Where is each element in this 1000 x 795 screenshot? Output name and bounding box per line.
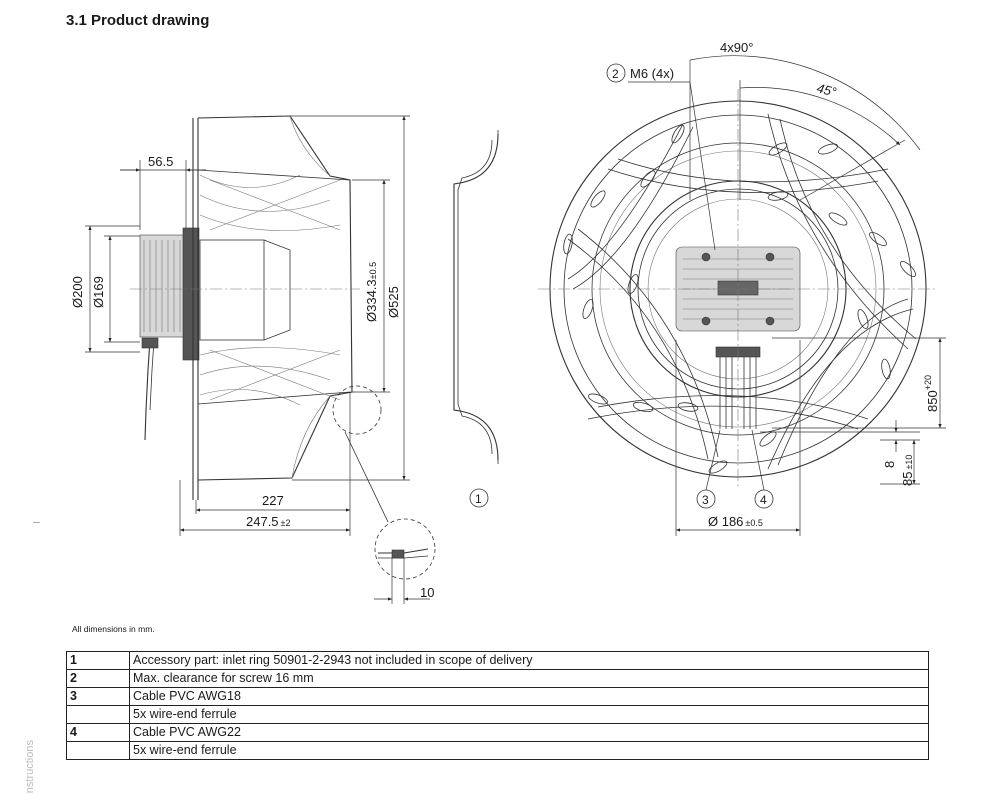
dimensions-note: All dimensions in mm. <box>72 624 155 634</box>
dim-169: Ø169 <box>91 276 106 308</box>
motor-flange <box>182 227 200 361</box>
callout-1-circle <box>469 488 489 508</box>
side-text: nstructions <box>24 740 36 794</box>
dim-525: Ø525 <box>386 286 401 318</box>
table-row: 5x wire-end ferrule <box>66 741 929 760</box>
dim-334: Ø334.3±0.5 <box>364 262 379 322</box>
angle-45: 45° <box>815 80 838 99</box>
legend-text: Cable PVC AWG22 <box>129 723 929 742</box>
callout-3: 3 <box>702 493 709 507</box>
dim-200: Ø200 <box>70 276 85 308</box>
side-dimensions <box>85 115 410 536</box>
legend-number <box>66 705 130 724</box>
margin-mark <box>33 522 40 523</box>
dim-850: 850+20 <box>923 375 940 412</box>
fan-side-view <box>130 115 389 523</box>
dim-186: Ø 186±0.5 <box>708 514 763 529</box>
m6-label: M6 (4x) <box>630 66 674 81</box>
legend-number: 4 <box>66 723 130 742</box>
legend-text: Max. clearance for screw 16 mm <box>129 669 929 688</box>
legend-number: 2 <box>66 669 130 688</box>
callout-4-circle <box>754 489 774 509</box>
table-row: 5x wire-end ferrule <box>66 705 929 724</box>
fan-front-view <box>538 89 938 489</box>
legend-text: Cable PVC AWG18 <box>129 687 929 706</box>
table-row: 2 Max. clearance for screw 16 mm <box>66 669 929 688</box>
dim-8: 8 <box>882 461 897 468</box>
legend-text: Accessory part: inlet ring 50901-2-2943 … <box>129 651 929 670</box>
table-row: 1 Accessory part: inlet ring 50901-2-294… <box>66 651 929 670</box>
legend-number: 3 <box>66 687 130 706</box>
motor-housing <box>139 234 189 338</box>
angle-4x90: 4x90° <box>720 40 753 55</box>
front-dimensions <box>628 55 946 536</box>
product-drawing: 56.5 Ø200 Ø169 Ø334.3±0.5 Ø525 227 247.5… <box>70 40 946 604</box>
dim-85: 85±10 <box>900 455 915 486</box>
section-title: 3.1 Product drawing <box>66 12 210 29</box>
callout-2: 2 <box>612 67 619 81</box>
impeller-outline <box>197 115 353 481</box>
cable-side <box>144 339 151 441</box>
table-row: 4 Cable PVC AWG22 <box>66 723 929 742</box>
legend-text: 5x wire-end ferrule <box>129 705 929 724</box>
legend-number <box>66 741 130 760</box>
dim-227: 227 <box>262 493 284 508</box>
callout-1: 1 <box>475 492 482 506</box>
dim-56-5: 56.5 <box>148 154 173 169</box>
callout-3-circle <box>696 489 716 509</box>
dim-247-5: 247.5±2 <box>246 514 291 529</box>
legend-text: 5x wire-end ferrule <box>129 741 929 760</box>
legend-table: 1 Accessory part: inlet ring 50901-2-294… <box>66 651 929 760</box>
callout-4: 4 <box>760 493 767 507</box>
callout-2-circle <box>606 63 626 83</box>
dim-10: 10 <box>420 585 434 600</box>
inlet-ring <box>453 130 499 464</box>
table-row: 3 Cable PVC AWG18 <box>66 687 929 706</box>
detail-view <box>374 518 436 604</box>
legend-number: 1 <box>66 651 130 670</box>
